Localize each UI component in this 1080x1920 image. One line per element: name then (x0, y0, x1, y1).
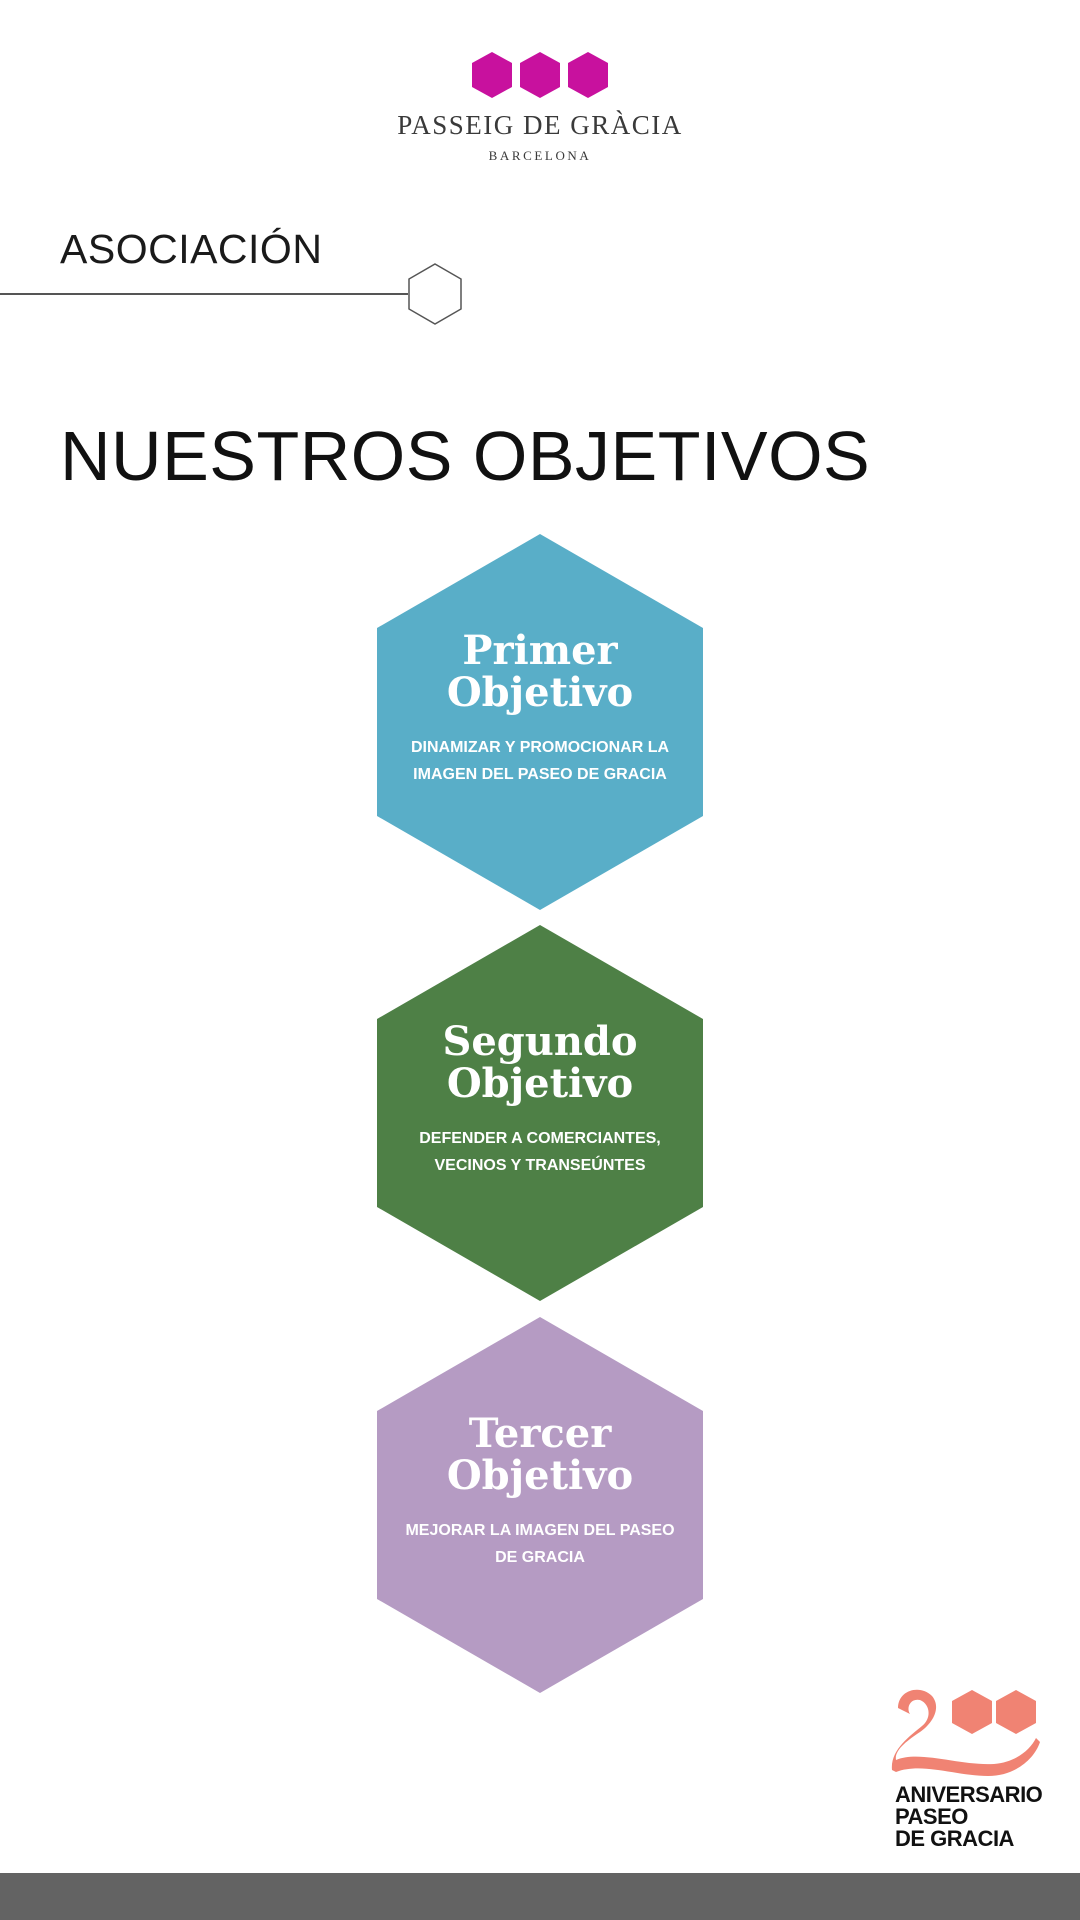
objective-card-2: Segundo Objetivo DEFENDER A COMERCIANTES… (377, 925, 703, 1301)
objective-description-2: DEFENDER A COMERCIANTES, VECINOS Y TRANS… (395, 1125, 685, 1179)
hexagon-shape-1 (377, 534, 703, 910)
objective-desc-line: VECINOS Y TRANSEÚNTES (434, 1157, 646, 1174)
objective-card-3: Tercer Objetivo MEJORAR LA IMAGEN DEL PA… (377, 1317, 703, 1693)
logo-city: BARCELONA (488, 148, 592, 163)
page-title: NUESTROS OBJETIVOS (60, 417, 871, 495)
anniversary-text: ANIVERSARIO PASEO DE GRACIA (895, 1782, 1043, 1851)
objective-description-3: MEJORAR LA IMAGEN DEL PASEO DE GRACIA (395, 1517, 685, 1571)
objective-title-line: Tercer (468, 1410, 612, 1457)
objective-desc-line: DEFENDER A COMERCIANTES, (419, 1130, 661, 1147)
objective-title-line: Primer (462, 627, 618, 674)
objective-title-2: Segundo Objetivo (377, 1021, 703, 1105)
logo-hexagons-icon (472, 52, 608, 98)
passeig-de-gracia-logo: PASSEIG DE GRÀCIA BARCELONA (0, 50, 1080, 170)
objective-title-line: Objetivo (446, 1452, 634, 1499)
section-label: ASOCIACIÓN (60, 226, 323, 272)
hexagon-shape-2 (377, 925, 703, 1301)
objective-title-line: Objetivo (446, 1060, 634, 1107)
objective-desc-line: DINAMIZAR Y PROMOCIONAR LA (410, 739, 670, 756)
anniversary-line: PASEO (895, 1804, 968, 1829)
objective-desc-line: IMAGEN DEL PASEO DE GRACIA (413, 766, 667, 783)
objective-card-1: Primer Objetivo DINAMIZAR Y PROMOCIONAR … (377, 534, 703, 910)
objective-desc-line: DE GRACIA (495, 1549, 585, 1566)
footer-bar (0, 1873, 1080, 1920)
objective-description-1: DINAMIZAR Y PROMOCIONAR LA IMAGEN DEL PA… (395, 734, 685, 788)
anniversary-200-icon (891, 1689, 1040, 1776)
hexagon-shape-3 (377, 1317, 703, 1693)
objective-desc-line: MEJORAR LA IMAGEN DEL PASEO (405, 1522, 675, 1539)
objective-title-line: Objetivo (446, 669, 634, 716)
logo-name: PASSEIG DE GRÀCIA (397, 110, 683, 140)
anniversary-logo: ANIVERSARIO PASEO DE GRACIA (880, 1680, 1080, 1860)
anniversary-line: DE GRACIA (895, 1826, 1014, 1851)
objective-title-1: Primer Objetivo (377, 630, 703, 714)
objective-title-line: Segundo (442, 1018, 638, 1065)
objective-title-3: Tercer Objetivo (377, 1413, 703, 1497)
section-divider-hexagon-icon (0, 263, 462, 325)
anniversary-line: ANIVERSARIO (895, 1782, 1043, 1807)
